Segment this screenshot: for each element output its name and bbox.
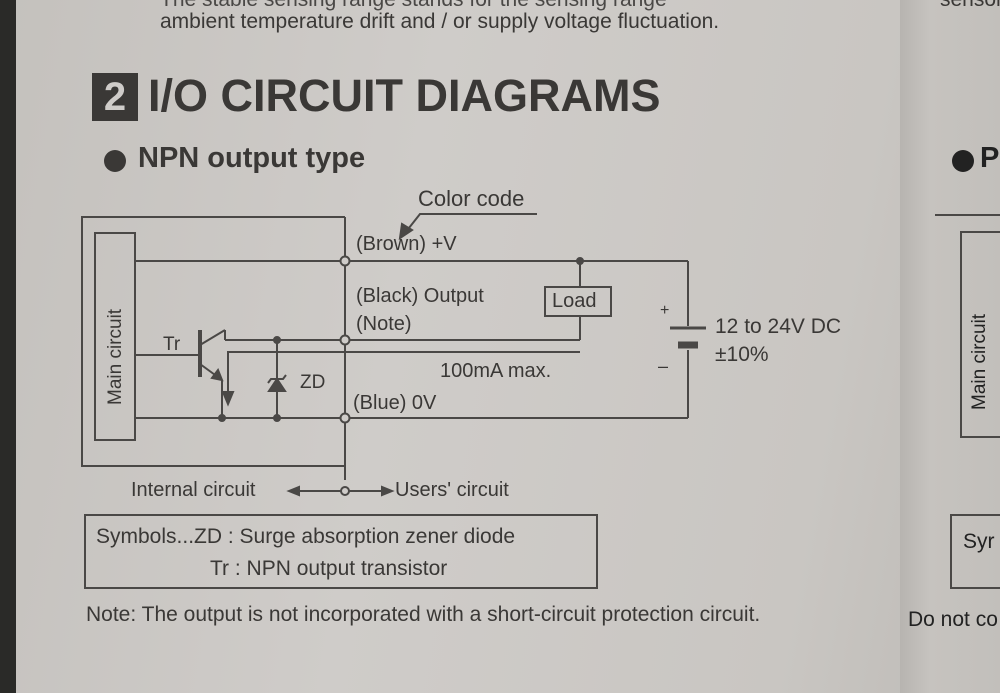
symbols-line-2: Tr : NPN output transistor — [210, 557, 448, 580]
section-number: 2 — [92, 73, 138, 121]
internal-circuit-label: Internal circuit — [131, 479, 256, 501]
blue-label: (Blue) 0V — [353, 392, 437, 414]
color-code-leader — [404, 213, 537, 234]
note-continuation: Do not co — [908, 608, 998, 631]
black-label: (Black) Output — [356, 285, 484, 307]
internal-circuit-border — [81, 216, 345, 467]
note-label: (Note) — [356, 313, 412, 335]
zd-label: ZD — [300, 372, 326, 393]
intro-right-fragment: sensor c — [940, 0, 1000, 12]
right-main-circuit-label: Main circuit — [969, 313, 990, 410]
plus-label: + — [660, 302, 670, 319]
load-box — [544, 286, 612, 317]
current-label: 100mA max. — [440, 360, 552, 382]
subsection-title: NPN output type — [138, 142, 366, 174]
zener-diode — [267, 377, 287, 392]
terminal-brown — [339, 255, 351, 267]
bullet-icon — [104, 150, 126, 172]
supply-label: 12 to 24V DC — [715, 315, 842, 338]
brown-label: (Brown) +V — [356, 233, 457, 255]
section-title: I/O CIRCUIT DIAGRAMS — [148, 70, 661, 121]
minus-label: – — [658, 356, 669, 376]
users-circuit-label: Users' circuit — [395, 479, 509, 501]
tolerance-label: ±10% — [715, 343, 769, 366]
symbols-line-1: Symbols...ZD : Surge absorption zener di… — [96, 525, 516, 548]
page-edge — [0, 0, 16, 693]
main-circuit-label: Main circuit — [105, 308, 126, 405]
tr-label: Tr — [163, 334, 181, 355]
bullet-icon-right — [952, 150, 974, 172]
note-text: Note: The output is not incorporated wit… — [86, 603, 761, 626]
symbols-right-fragment: Syr — [963, 530, 995, 553]
main-circuit-block — [94, 232, 136, 441]
subsection-right-fragment: P — [980, 142, 1000, 174]
current-arrow — [227, 351, 580, 398]
symbols-box — [84, 514, 598, 589]
terminal-black — [339, 334, 351, 346]
intro-line-1: The stable sensing range stands for the … — [160, 0, 667, 12]
color-code-label: Color code — [418, 186, 525, 211]
terminal-blue — [339, 412, 351, 424]
load-label: Load — [552, 290, 597, 312]
intro-line-2: ambient temperature drift and / or suppl… — [160, 10, 720, 33]
